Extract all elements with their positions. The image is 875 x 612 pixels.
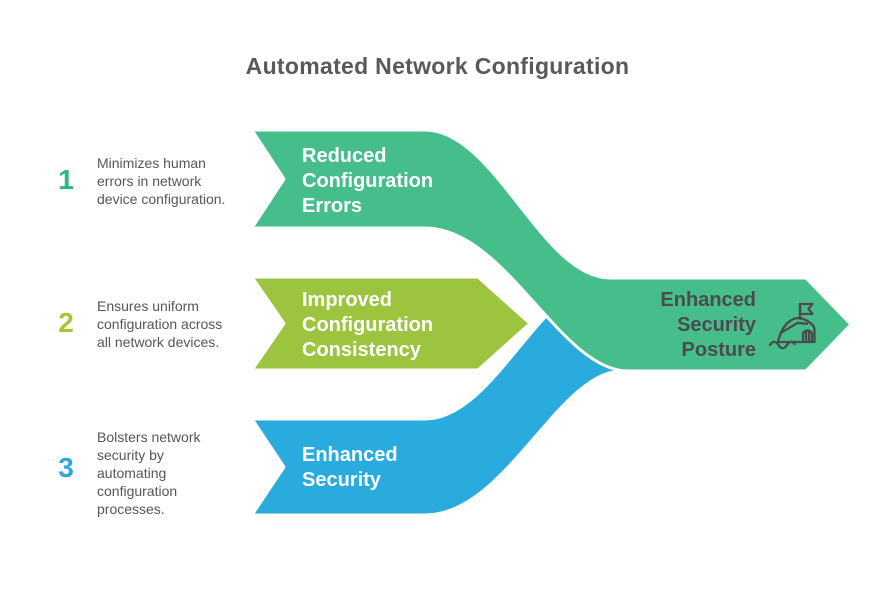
ribbon-label-enhanced-security: Enhanced Security	[302, 444, 398, 491]
diagram-title: Automated Network Configuration	[245, 53, 630, 79]
hill-outline	[776, 316, 816, 344]
ribbon-improved-configuration-consistency	[250, 275, 532, 372]
ribbon-label-reduced-configuration-errors: Reduced Configuration Errors	[302, 145, 434, 217]
water-waves	[768, 340, 796, 350]
flag	[798, 302, 814, 316]
step-description-1: Minimizes human errors in network device…	[97, 155, 226, 207]
step-description-3: Bolsters network security by automating …	[97, 429, 201, 517]
step-number-3: 3	[58, 452, 74, 483]
door-arch	[801, 329, 814, 344]
step-number-2: 2	[58, 307, 74, 338]
hill-ledge-line	[779, 321, 809, 335]
step-description-2: Ensures uniform configuration across all…	[97, 298, 223, 350]
flag-on-hill-icon	[768, 302, 816, 350]
ribbon-reduced-configuration-errors-and-outcome-arrow	[250, 128, 853, 373]
ribbon-label-improved-configuration-consistency: Improved Configuration Consistency	[302, 289, 434, 361]
step-number-1: 1	[58, 164, 74, 195]
outcome-label: Enhanced Security Posture	[660, 289, 756, 361]
